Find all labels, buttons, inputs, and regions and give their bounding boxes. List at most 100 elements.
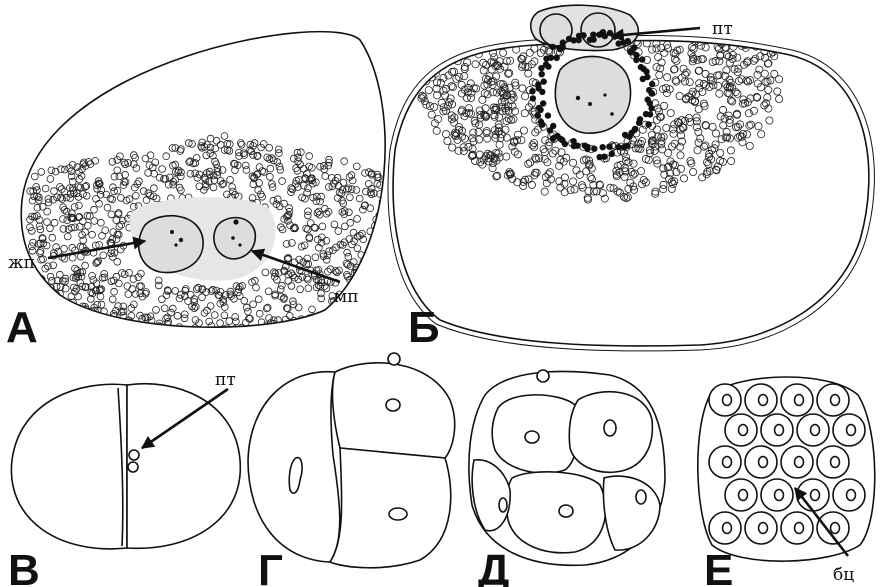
yolk-granule bbox=[68, 293, 75, 300]
yolk-granule bbox=[264, 154, 271, 161]
yolk-granule bbox=[262, 269, 269, 276]
yolk-granule bbox=[309, 306, 316, 313]
yolk-granule bbox=[88, 329, 95, 336]
yolk-granule bbox=[111, 173, 118, 180]
yolk-granule bbox=[373, 250, 380, 257]
yolk-granule bbox=[76, 202, 83, 209]
yolk-granule bbox=[38, 318, 45, 325]
blastomere-nucleus bbox=[795, 395, 804, 406]
yolk-granule bbox=[381, 258, 388, 265]
yolk-granule bbox=[159, 166, 166, 173]
yolk-granule bbox=[243, 304, 250, 311]
yolk-granule bbox=[80, 315, 87, 322]
yolk-granule bbox=[286, 312, 293, 319]
yolk-granule bbox=[667, 110, 674, 117]
blastomere-nucleus bbox=[847, 425, 856, 436]
yolk-granule bbox=[29, 197, 36, 204]
polar-body-d bbox=[537, 370, 549, 382]
yolk-granule bbox=[217, 331, 224, 338]
yolk-granule bbox=[354, 280, 361, 287]
yolk-granule bbox=[75, 293, 82, 300]
yolk-granule bbox=[439, 46, 446, 53]
yolk-granule bbox=[696, 67, 703, 74]
blastomere-v-left bbox=[11, 384, 127, 549]
yolk-granule bbox=[71, 204, 78, 211]
yolk-granule bbox=[260, 325, 267, 332]
yolk-granule bbox=[341, 223, 348, 230]
dark-granule bbox=[539, 71, 545, 77]
yolk-granule bbox=[318, 295, 325, 302]
yolk-granule bbox=[368, 288, 375, 295]
dark-granule bbox=[636, 120, 642, 126]
yolk-granule bbox=[712, 130, 719, 137]
yolk-granule bbox=[336, 325, 343, 332]
dark-granule bbox=[645, 121, 651, 127]
panel-a: жп мп А bbox=[6, 32, 393, 352]
yolk-granule bbox=[250, 301, 257, 308]
yolk-granule bbox=[155, 282, 162, 289]
yolk-granule bbox=[462, 40, 469, 47]
yolk-granule bbox=[256, 310, 263, 317]
yolk-granule bbox=[223, 330, 230, 337]
yolk-granule bbox=[765, 37, 772, 44]
yolk-granule bbox=[132, 291, 139, 298]
nucleus-d-4 bbox=[636, 490, 646, 504]
yolk-granule bbox=[695, 128, 702, 135]
dark-granule bbox=[545, 112, 551, 118]
yolk-granule bbox=[479, 96, 486, 103]
blastomere-d-3 bbox=[506, 472, 605, 553]
yolk-granule bbox=[47, 308, 54, 315]
yolk-granule bbox=[259, 332, 266, 339]
yolk-granule bbox=[61, 324, 68, 331]
yolk-granule bbox=[108, 211, 115, 218]
yolk-granule bbox=[746, 142, 753, 149]
yolk-granule bbox=[152, 327, 159, 334]
yolk-granule bbox=[350, 229, 357, 236]
yolk-granule bbox=[701, 102, 708, 109]
yolk-granule bbox=[208, 323, 215, 330]
yolk-granule bbox=[621, 173, 628, 180]
dark-granule bbox=[530, 95, 536, 101]
yolk-granule bbox=[360, 302, 367, 309]
yolk-granule bbox=[525, 70, 532, 77]
yolk-granule bbox=[455, 73, 462, 80]
dark-granule bbox=[643, 111, 649, 117]
yolk-granule bbox=[63, 315, 70, 322]
yolk-granule bbox=[526, 49, 533, 56]
yolk-granule bbox=[279, 226, 286, 233]
yolk-granule bbox=[437, 50, 444, 57]
yolk-granule bbox=[91, 206, 98, 213]
yolk-granule bbox=[304, 189, 311, 196]
yolk-granule bbox=[507, 116, 514, 123]
yolk-granule bbox=[372, 269, 379, 276]
yolk-granule bbox=[755, 123, 762, 130]
yolk-granule bbox=[527, 159, 534, 166]
yolk-granule bbox=[363, 325, 370, 332]
yolk-granule bbox=[49, 234, 56, 241]
yolk-granule bbox=[774, 88, 781, 95]
yolk-granule bbox=[322, 329, 329, 336]
yolk-granule bbox=[226, 318, 233, 325]
yolk-granule bbox=[58, 186, 65, 193]
yolk-granule bbox=[288, 283, 295, 290]
yolk-granule bbox=[66, 316, 73, 323]
yolk-granule bbox=[735, 77, 742, 84]
yolk-granule bbox=[702, 121, 709, 128]
yolk-granule bbox=[319, 223, 326, 230]
yolk-granule bbox=[35, 296, 42, 303]
blastomere-nucleus bbox=[723, 457, 732, 468]
yolk-granule bbox=[363, 323, 370, 330]
yolk-granule bbox=[37, 313, 44, 320]
yolk-granule bbox=[303, 170, 310, 177]
yolk-granule bbox=[369, 280, 376, 287]
yolk-granule bbox=[579, 184, 586, 191]
yolk-granule bbox=[423, 47, 430, 54]
yolk-granule bbox=[716, 90, 723, 97]
yolk-granule bbox=[60, 204, 67, 211]
yolk-granule bbox=[221, 133, 228, 140]
yolk-granule bbox=[346, 321, 353, 328]
yolk-granule bbox=[518, 137, 525, 144]
dark-granule bbox=[590, 36, 596, 42]
yolk-granule bbox=[670, 66, 677, 73]
blastomere-nucleus bbox=[811, 490, 820, 501]
